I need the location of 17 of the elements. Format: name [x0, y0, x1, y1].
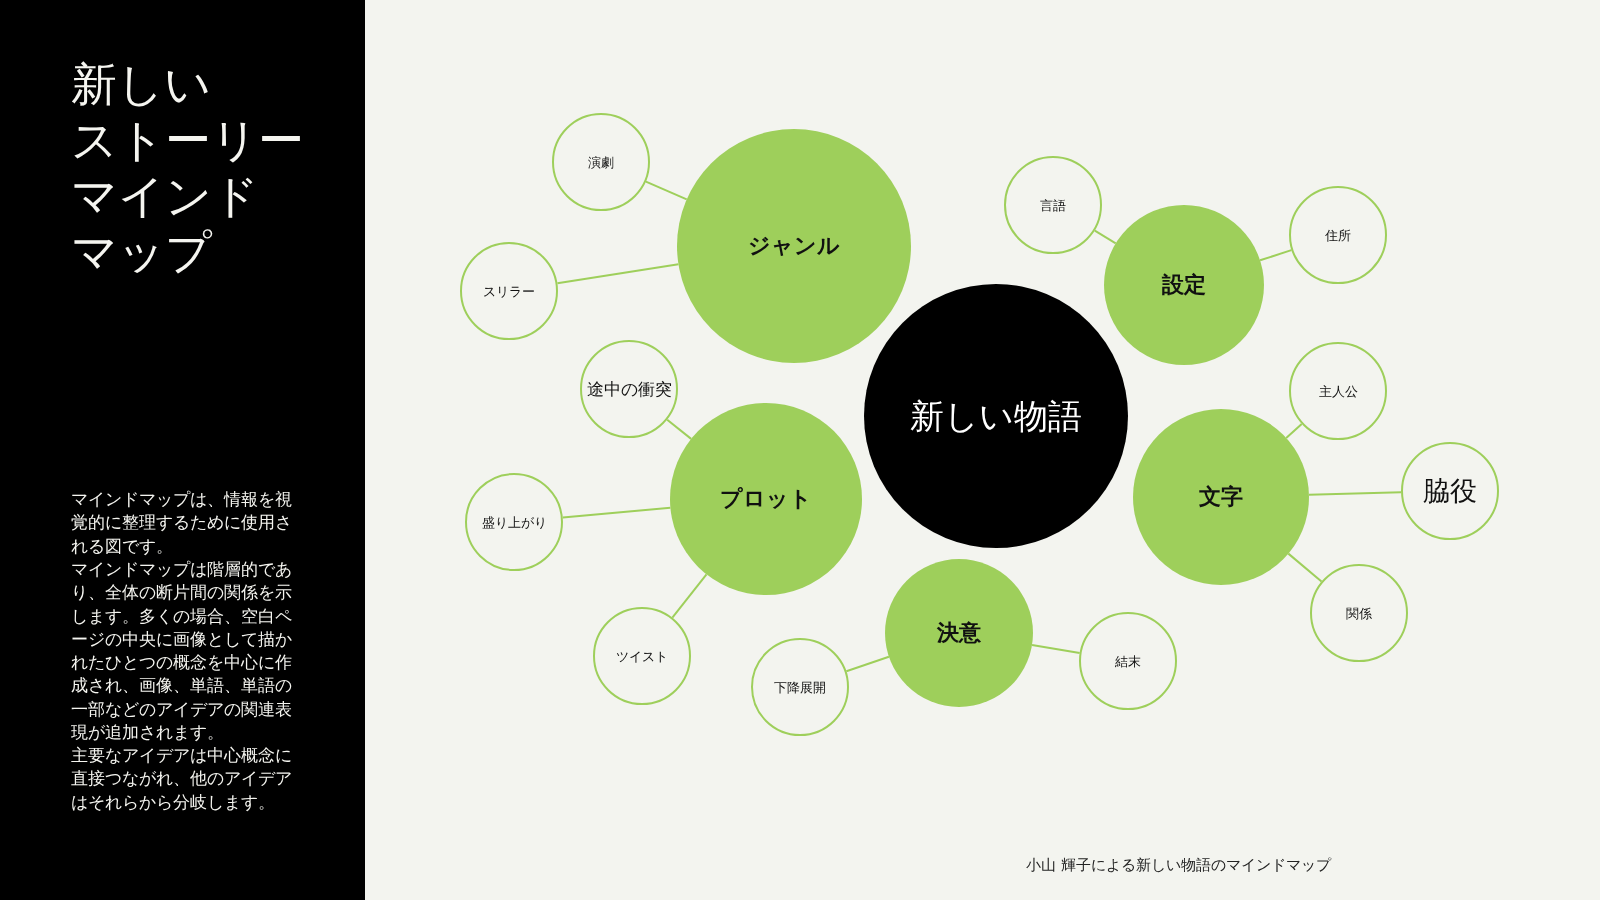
connector-line [644, 180, 688, 201]
connector-line [845, 655, 890, 673]
connector-line [1285, 422, 1303, 439]
page-title: 新しいストーリーマインドマップ [71, 56, 305, 280]
description-paragraph: 主要なアイデアは中心概念に直接つながれ、他のアイデアはそれらから分岐します。 [71, 744, 293, 814]
credit-line: 小山 輝子による新しい物語のマインドマップ [1026, 855, 1331, 875]
connector-line [556, 263, 680, 285]
connector-line [1093, 229, 1117, 245]
description-paragraph: マインドマップは階層的であり、全体の断片間の関係を示します。多くの場合、空白ページの中央に画像として描かれたひとつの概念を中心に作成され、画像、単語、単語の一部などのアイデアの関連表現が追加されます。 [71, 558, 293, 745]
description-paragraph: マインドマップは、情報を視覚的に整理するために使用される図です。 [71, 488, 293, 558]
connector-line [671, 573, 708, 619]
connector-line [1307, 491, 1402, 496]
connector-line [1259, 249, 1293, 262]
connector-line [1287, 552, 1323, 583]
connector-line [561, 506, 672, 519]
connector-line [1031, 644, 1081, 654]
connector-line [666, 418, 693, 440]
